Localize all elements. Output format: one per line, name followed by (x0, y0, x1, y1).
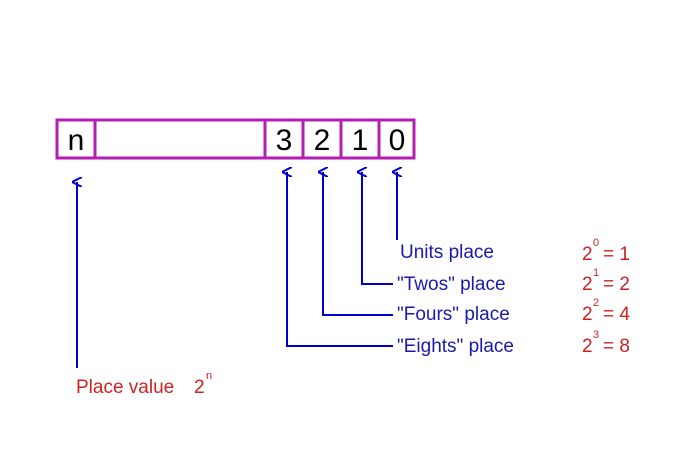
power-base-0: 2 (582, 244, 593, 265)
power-exponent-3: 3 (593, 329, 599, 341)
register-label-3: 3 (276, 124, 293, 157)
place-label-twos: "Twos" place (397, 274, 506, 295)
power-exponent-0: 0 (593, 237, 599, 249)
arrow-twos (362, 172, 393, 285)
place-labels: Units place "Twos" place "Fours" place "… (397, 242, 514, 357)
power-base-3: 2 (582, 336, 593, 357)
register-label-2: 2 (314, 124, 331, 157)
arrow-eights (287, 172, 393, 347)
place-value-label: Place value (76, 377, 174, 398)
power-values: 2 0 = 1 2 1 = 2 2 2 = 4 2 3 = 8 (582, 237, 630, 357)
register-label-0: 0 (389, 124, 406, 157)
arrows (77, 172, 397, 368)
arrow-fours (323, 172, 393, 316)
place-value-exponent: n (206, 370, 212, 382)
register-cell-gap (93, 118, 267, 160)
power-result-2: = 4 (603, 304, 630, 325)
power-exponent-1: 1 (593, 267, 599, 279)
power-base-2: 2 (582, 304, 593, 325)
register-label-1: 1 (352, 124, 369, 157)
register: n 3 2 1 0 (55, 118, 416, 160)
power-exponent-2: 2 (593, 297, 599, 309)
power-base-1: 2 (582, 274, 593, 295)
power-result-3: = 8 (603, 336, 630, 357)
register-label-n: n (68, 124, 85, 157)
register-cell-0 (377, 118, 416, 160)
place-label-fours: "Fours" place (397, 304, 510, 325)
place-label-units: Units place (400, 242, 494, 263)
power-result-0: = 1 (603, 244, 630, 265)
place-label-eights: "Eights" place (397, 336, 514, 357)
place-value-caption: Place value 2 n (76, 370, 212, 398)
place-value-base: 2 (194, 377, 205, 398)
power-result-1: = 2 (603, 274, 630, 295)
